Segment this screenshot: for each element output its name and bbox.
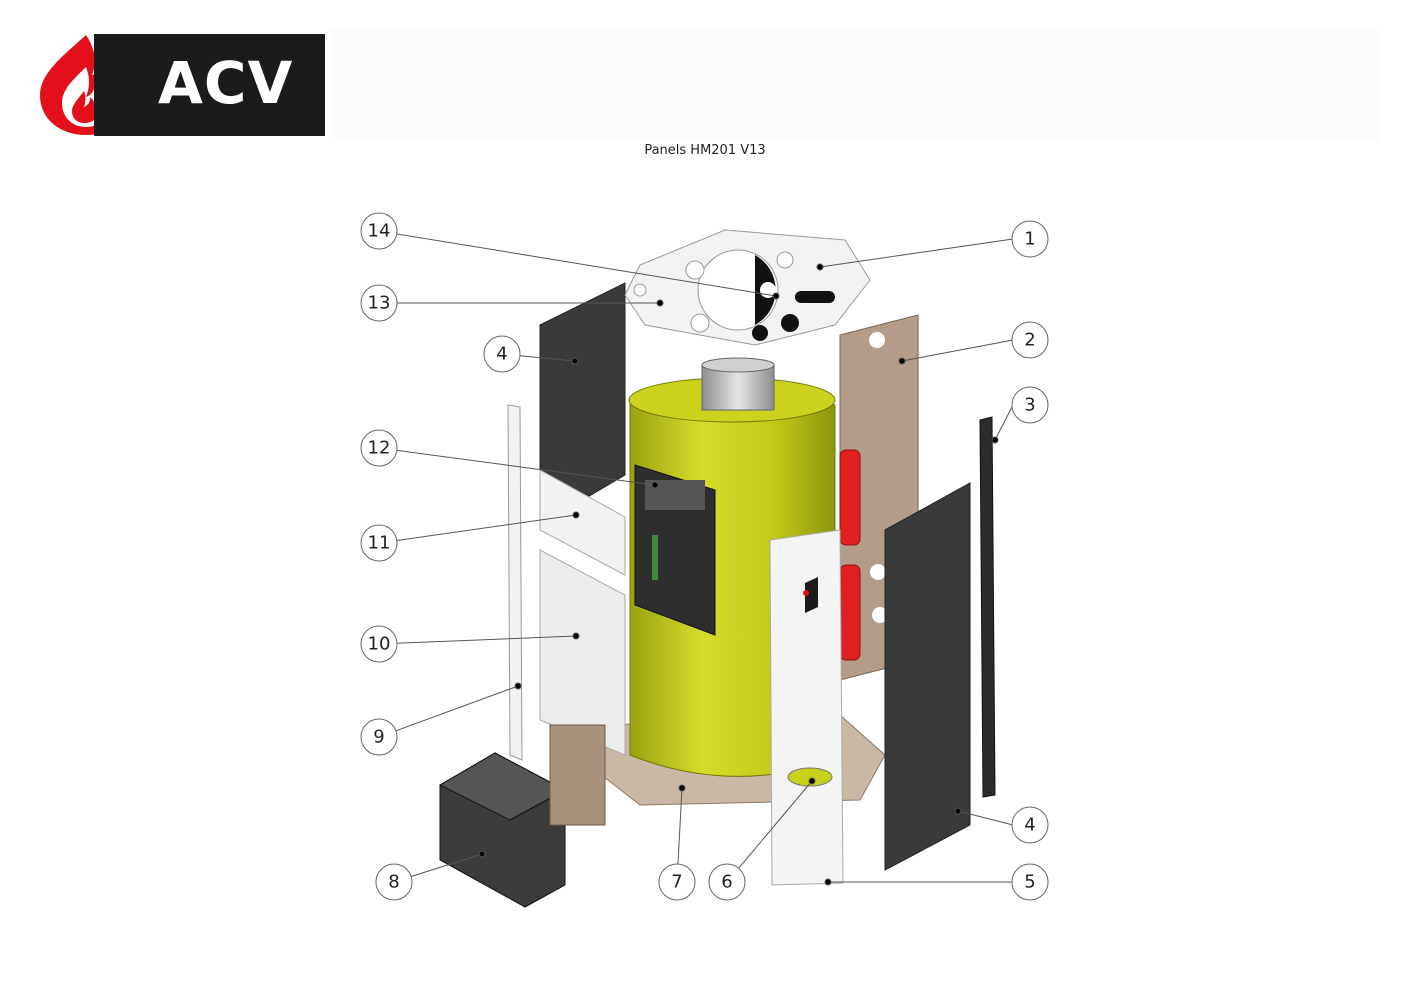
leader-lines: [378, 230, 1014, 886]
front-right-panel: [884, 482, 971, 871]
callout-label: 6: [721, 872, 732, 893]
callout-4-bottom: 4: [1011, 806, 1049, 844]
callout-10: 10: [360, 625, 398, 663]
callout-label: 14: [368, 221, 391, 242]
burner-flange: [549, 724, 606, 826]
exploded-diagram: 1 2 3 4 4 5 6 7 8 9 10 11 12 13 14: [360, 212, 1049, 908]
callout-label: 9: [373, 727, 384, 748]
logo-text: ACV: [158, 49, 294, 117]
callout-label: 11: [368, 533, 391, 554]
right-corner-strip: [979, 416, 996, 798]
callout-label: 3: [1024, 395, 1035, 416]
rear-left-panel: [539, 282, 626, 526]
upper-front-left-panel: [539, 469, 626, 576]
callout-5: 5: [1011, 863, 1049, 901]
expansion-vessel-bottom: [839, 564, 861, 661]
expansion-vessel-top: [839, 449, 861, 546]
callout-label: 12: [368, 438, 391, 459]
callout-label: 7: [671, 872, 682, 893]
callout-1: 1: [1011, 220, 1049, 258]
callout-7: 7: [658, 863, 696, 901]
lower-front-left-panel: [539, 549, 626, 756]
callout-label: 8: [388, 872, 399, 893]
callout-8: 8: [375, 863, 413, 901]
callout-9: 9: [360, 718, 398, 756]
callout-label: 13: [368, 293, 391, 314]
front-panel: [769, 529, 844, 886]
page-title: Panels HM201 V13: [644, 143, 766, 158]
callout-label: 5: [1024, 872, 1035, 893]
header-band: [330, 28, 1380, 142]
callout-label: 2: [1024, 330, 1035, 351]
callout-label: 4: [496, 344, 507, 365]
callout-2: 2: [1011, 321, 1049, 359]
acv-badge-icon: [805, 577, 818, 613]
callout-3: 3: [1011, 386, 1049, 424]
logo-bar: [94, 34, 325, 136]
callout-14: 14: [360, 212, 398, 250]
callout-label: 4: [1024, 815, 1035, 836]
left-corner-strip: [507, 404, 523, 761]
callout-13: 13: [360, 284, 398, 322]
callout-6: 6: [708, 863, 746, 901]
callout-11: 11: [360, 524, 398, 562]
callout-label: 1: [1024, 229, 1035, 250]
callout-label: 10: [368, 634, 391, 655]
acv-logo: ACV: [34, 33, 325, 137]
callout-12: 12: [360, 429, 398, 467]
callout-4-top: 4: [483, 335, 521, 373]
